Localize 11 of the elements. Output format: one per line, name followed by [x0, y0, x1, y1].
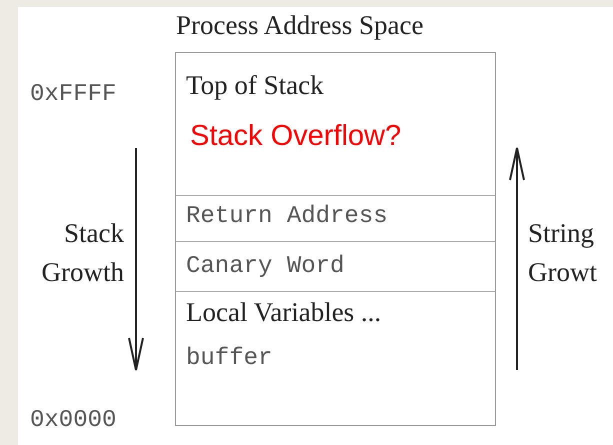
- axis-label: String Growt: [528, 217, 598, 290]
- section-label: Local Variables ...: [186, 298, 382, 328]
- section-label: buffer: [186, 346, 272, 372]
- axis-label: Stack Growth: [40, 217, 124, 290]
- section-label: Canary Word: [186, 254, 344, 280]
- section-label: Return Address: [186, 204, 388, 230]
- section-label: Top of Stack: [186, 71, 324, 101]
- question-note: Stack Overflow?: [190, 121, 402, 153]
- frame-heading: Process Address Space: [176, 11, 424, 41]
- address-label: 0xFFFF: [30, 80, 116, 110]
- address-label: 0x0000: [30, 406, 116, 436]
